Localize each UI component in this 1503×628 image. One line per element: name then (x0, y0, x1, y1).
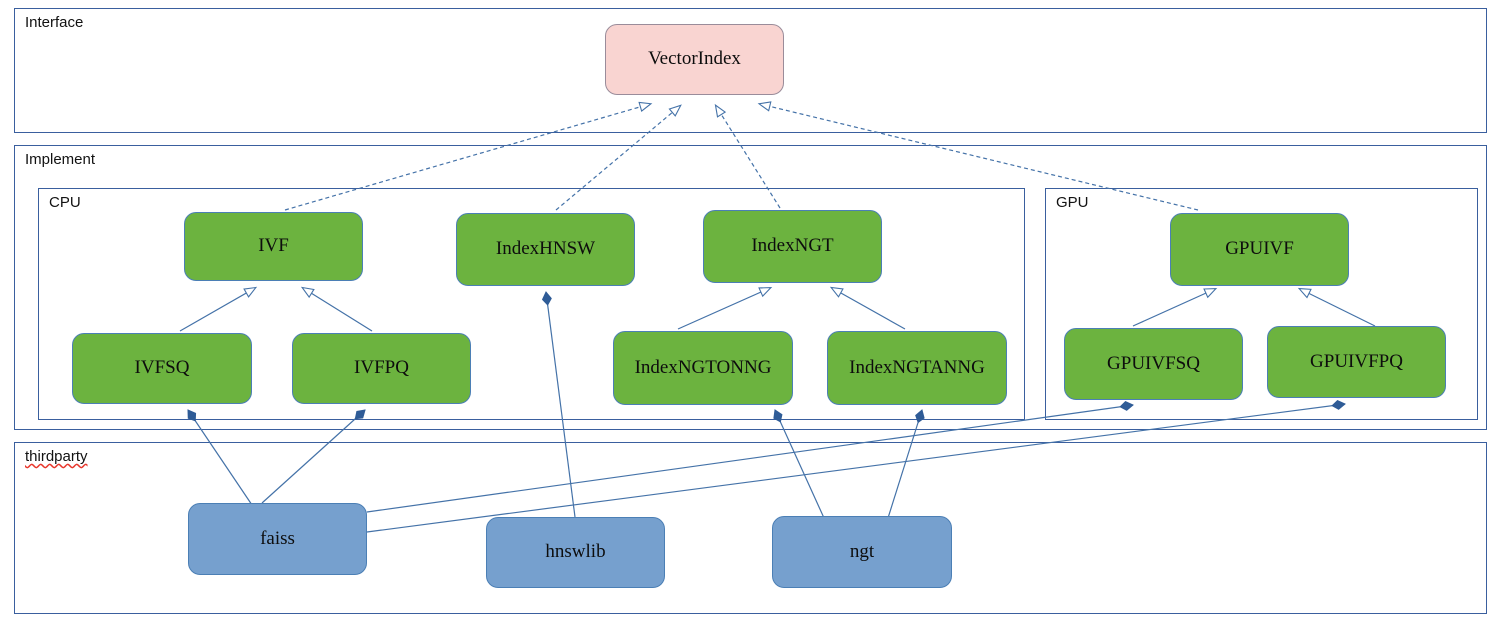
node-ivf[interactable]: IVF (184, 212, 363, 281)
node-hnswlib[interactable]: hnswlib (486, 517, 665, 588)
node-vectorindex-label: VectorIndex (648, 48, 741, 70)
container-gpu-label: GPU (1056, 194, 1089, 211)
node-gpuivfpq[interactable]: GPUIVFPQ (1267, 326, 1446, 398)
node-indexhnsw[interactable]: IndexHNSW (456, 213, 635, 286)
node-faiss[interactable]: faiss (188, 503, 367, 575)
node-indexngt-label: IndexNGT (751, 235, 834, 257)
node-ivfpq-label: IVFPQ (354, 357, 409, 379)
node-indexhnsw-label: IndexHNSW (495, 238, 596, 260)
node-indexngtanng-label: IndexNGTANNG (849, 356, 985, 378)
node-indexngt[interactable]: IndexNGT (703, 210, 882, 283)
node-gpuivfsq-label: GPUIVFSQ (1107, 352, 1200, 374)
node-gpuivf[interactable]: GPUIVF (1170, 213, 1349, 286)
node-ivfpq[interactable]: IVFPQ (292, 333, 471, 404)
node-ivfsq-label: IVFSQ (134, 357, 190, 379)
container-interface-label: Interface (25, 14, 84, 31)
node-indexngtanng[interactable]: IndexNGTANNG (827, 331, 1007, 405)
node-indexngtonng-label: IndexNGTONNG (634, 356, 772, 378)
node-vectorindex[interactable]: VectorIndex (605, 24, 784, 95)
container-implement-label: Implement (25, 151, 96, 168)
node-gpuivfsq[interactable]: GPUIVFSQ (1064, 328, 1243, 400)
node-indexngtonng[interactable]: IndexNGTONNG (613, 331, 793, 405)
node-gpuivfpq-label: GPUIVFPQ (1310, 350, 1403, 372)
node-ivf-label: IVF (258, 235, 289, 257)
node-ngt[interactable]: ngt (772, 516, 952, 588)
container-thirdparty-label: thirdparty (25, 448, 88, 465)
node-hnswlib-label: hnswlib (545, 541, 606, 563)
node-faiss-label: faiss (260, 527, 295, 549)
node-gpuivf-label: GPUIVF (1225, 238, 1294, 260)
node-ivfsq[interactable]: IVFSQ (72, 333, 252, 404)
node-ngt-label: ngt (849, 540, 875, 562)
container-cpu-label: CPU (49, 194, 81, 211)
